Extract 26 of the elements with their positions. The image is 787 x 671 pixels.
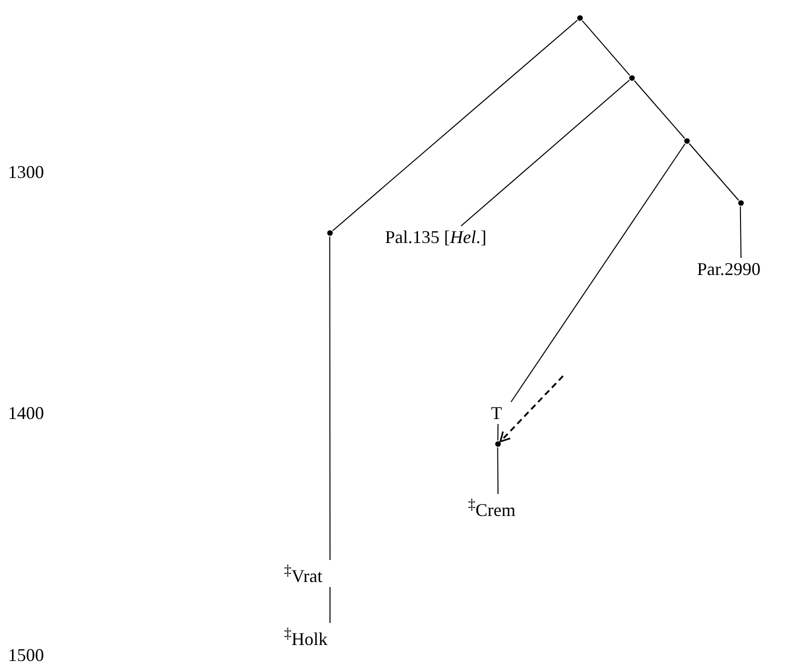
tree-branch	[582, 20, 630, 76]
tree-branch	[740, 206, 742, 258]
node-dot	[738, 200, 744, 206]
arrow	[500, 375, 564, 442]
year-label: 1400	[8, 403, 44, 423]
tree-branch	[332, 20, 578, 232]
manuscript-label: $^{‡}$Holk	[284, 624, 328, 649]
node-dot	[495, 441, 501, 447]
node-dot	[577, 15, 583, 21]
year-label: 1300	[8, 162, 44, 182]
manuscript-label: Pal.135 [Hel.]	[385, 227, 486, 247]
tree-branch	[634, 80, 686, 139]
tree-branch	[510, 143, 686, 402]
tree-branch	[497, 446, 498, 494]
tree-branch	[460, 80, 630, 226]
tree-branch	[688, 143, 740, 201]
manuscript-label: $^{‡}$Crem	[468, 495, 516, 520]
manuscript-label: Par.2990	[697, 259, 761, 279]
node-dot	[629, 75, 635, 81]
tree-branch	[497, 424, 498, 441]
manuscript-label: $^{‡}$Vrat	[284, 561, 322, 586]
year-label: 1500	[8, 645, 44, 665]
node-dot	[684, 138, 690, 144]
tree-branch	[329, 236, 330, 560]
manuscript-label: T	[491, 403, 502, 423]
node-dot	[327, 230, 333, 236]
